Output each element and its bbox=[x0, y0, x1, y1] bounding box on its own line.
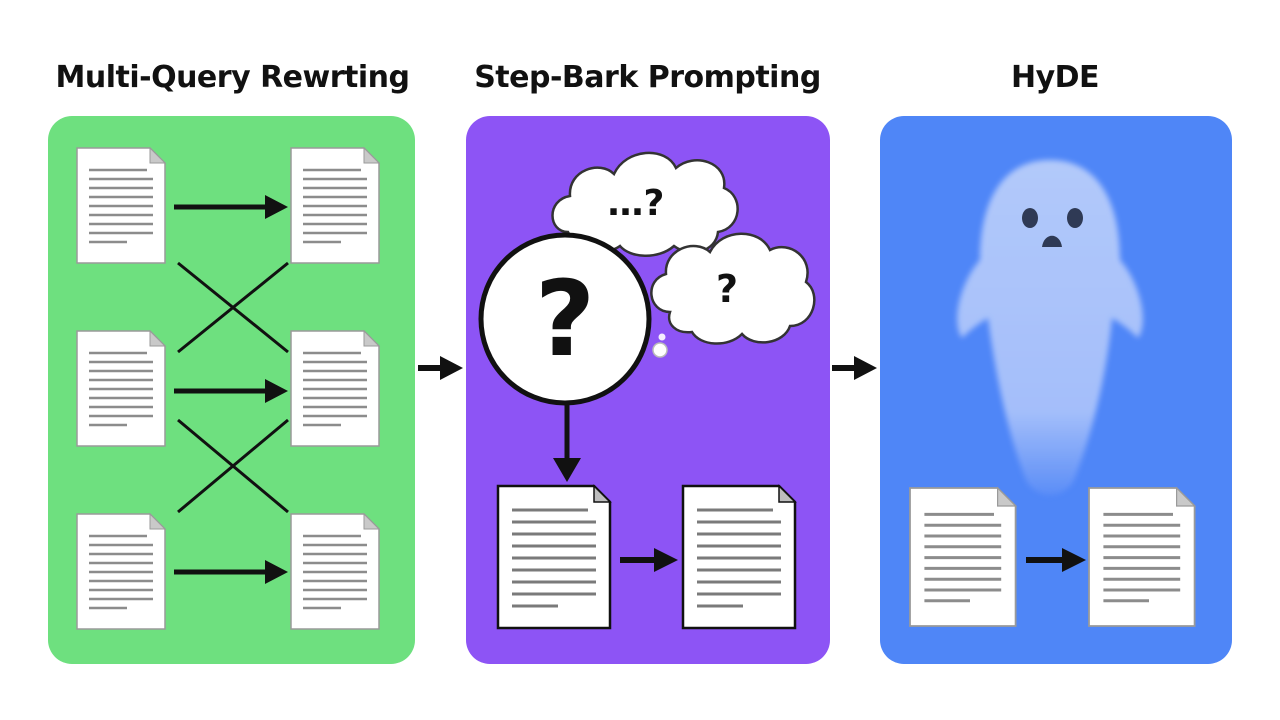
arrow-icon bbox=[418, 356, 463, 380]
question-circle-icon: ? bbox=[478, 232, 652, 406]
panel-title-hyde: HyDE bbox=[1010, 60, 1100, 95]
document-icon bbox=[75, 329, 167, 448]
document-icon bbox=[289, 329, 381, 448]
main-question-mark: ? bbox=[535, 258, 595, 380]
thought-text-2: ? bbox=[716, 267, 738, 311]
arrow-icon bbox=[832, 356, 877, 380]
ghost-icon bbox=[957, 160, 1143, 495]
document-icon bbox=[496, 484, 612, 630]
document-icon bbox=[289, 146, 381, 265]
panel-title-multi-query: Multi-Query Rewrting bbox=[55, 60, 410, 95]
arrow-icon bbox=[174, 560, 288, 584]
document-icon bbox=[75, 512, 167, 631]
document-icon bbox=[75, 146, 167, 265]
arrow-down-icon bbox=[553, 404, 581, 482]
step-back-diagram: …? ? ? bbox=[478, 151, 816, 630]
arrow-icon bbox=[1026, 548, 1086, 572]
document-icon bbox=[1087, 486, 1197, 628]
arrow-icon bbox=[174, 195, 288, 219]
panel-title-step-back: Step-Bark Prompting bbox=[474, 60, 821, 95]
multi-query-diagram bbox=[75, 146, 381, 631]
arrow-icon bbox=[620, 548, 678, 572]
thought-cloud-icon: …? bbox=[551, 151, 739, 257]
document-icon bbox=[908, 486, 1018, 628]
thought-cloud-icon: ? bbox=[650, 232, 816, 345]
arrow-icon bbox=[174, 379, 288, 403]
hyde-diagram bbox=[908, 160, 1197, 628]
thought-text-1: …? bbox=[608, 183, 665, 224]
document-icon bbox=[681, 484, 797, 630]
document-icon bbox=[289, 512, 381, 631]
